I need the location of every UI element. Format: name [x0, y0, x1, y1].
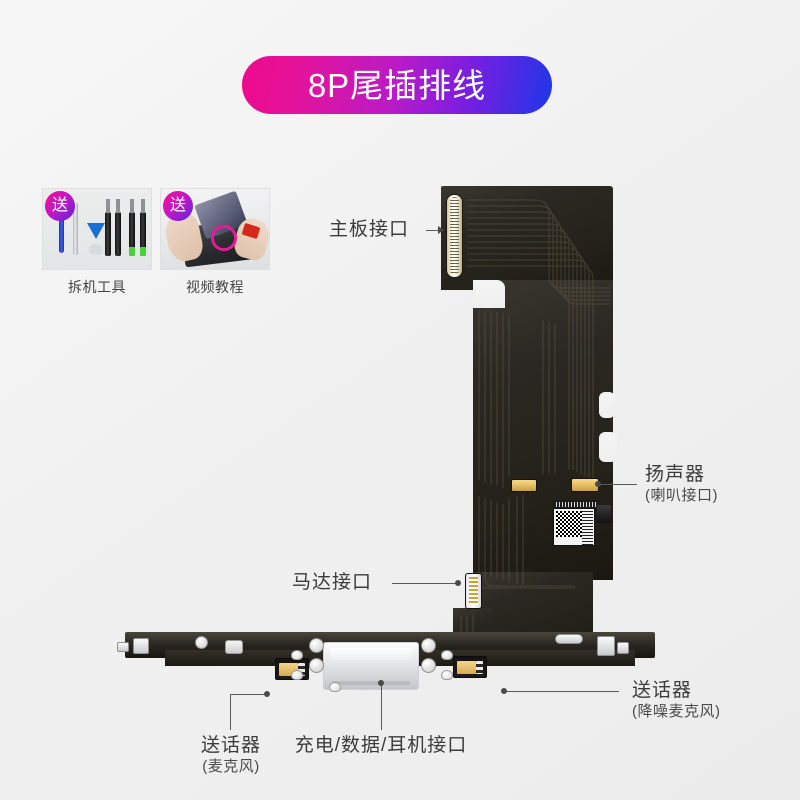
screw-hole-left	[309, 638, 324, 653]
title-banner: 8P尾插排线	[242, 56, 552, 114]
marker-dot-motor-connector	[455, 580, 461, 586]
flex-edge-notch-upper	[599, 392, 615, 418]
triangle-pick-icon	[87, 223, 105, 239]
screw-hole-right	[421, 638, 436, 653]
gift-label-video: 视频教程	[186, 279, 244, 295]
rivet-right-lower	[441, 670, 453, 680]
callout-label-motor-connector: 马达接口	[292, 572, 373, 593]
rivet-right	[441, 650, 453, 660]
qr-code-label	[553, 508, 595, 546]
callout-label-microphone: 送话器	[200, 735, 261, 756]
rivet-left	[291, 650, 303, 660]
serial-text-strip	[553, 500, 599, 509]
marker-dot-speaker	[595, 481, 601, 487]
gift-card-tools: 送 拆机工具	[42, 188, 152, 297]
gift-label-tools: 拆机工具	[68, 279, 126, 295]
gift-thumbnail-video: 送	[160, 188, 270, 270]
leader-line-motherboard-connector	[426, 230, 440, 232]
speaker-contact-pad-left	[511, 479, 537, 492]
screwdriver-icon-2	[115, 199, 121, 256]
leader-line-microphone-vertical	[230, 694, 232, 730]
callout-sublabel-speaker: (喇叭接口)	[645, 486, 718, 504]
screw-hole-left-lower	[309, 658, 324, 673]
screw-hole-far-left	[195, 636, 208, 649]
flex-inner-corner-notch	[473, 280, 505, 308]
marker-dot-microphone-noise-cancelling	[501, 688, 507, 694]
leader-line-motor-connector	[392, 583, 456, 585]
flex-edge-notch-lower	[599, 432, 617, 462]
highlight-circle-icon	[211, 225, 237, 251]
marker-dot-microphone	[264, 691, 270, 697]
round-pick-icon	[89, 244, 103, 255]
microphone-module-right	[453, 656, 487, 678]
rivet-left-lower	[291, 670, 303, 680]
bracket-left	[225, 640, 243, 654]
motor-connector-part	[465, 573, 482, 609]
leader-line-charge-port	[381, 686, 383, 730]
antenna-pad	[555, 634, 583, 644]
tweezer-icon	[73, 203, 78, 255]
gift-badge-icon: 送	[163, 191, 193, 221]
screwdriver-icon-3	[129, 199, 135, 256]
callout-microphone-noise-cancelling: 送话器 (降噪麦克风)	[632, 679, 721, 722]
end-tab-left	[117, 642, 129, 652]
smd-component	[597, 505, 611, 523]
gift-thumbnail-tools: 送	[42, 188, 152, 270]
leader-line-speaker	[601, 484, 637, 486]
end-clip-left	[133, 638, 149, 654]
callout-label-charge-data-headphone-port: 充电/数据/耳机接口	[294, 735, 468, 756]
blue-pry-tool-icon	[59, 205, 64, 253]
callout-sublabel-microphone-noise-cancelling: (降噪麦克风)	[632, 702, 721, 720]
callout-label-microphone-noise-cancelling: 送话器	[632, 680, 693, 701]
end-clip-right	[597, 636, 615, 656]
arrow-head-motherboard-connector	[438, 226, 444, 234]
page-title: 8P尾插排线	[307, 66, 487, 104]
callout-motherboard-connector: 主板接口	[329, 218, 409, 242]
flex-upper-panel	[441, 186, 613, 290]
marker-dot-charge-port	[378, 680, 384, 686]
callout-microphone: 送话器 (麦克风)	[185, 734, 277, 777]
motherboard-connector-part	[446, 194, 463, 278]
callout-motor-connector: 马达接口	[292, 571, 372, 595]
leader-line-microphone-horizontal	[230, 694, 266, 696]
callout-label-speaker: 扬声器	[645, 464, 706, 485]
flex-cable-assembly	[105, 180, 665, 692]
gift-badge-icon: 送	[45, 191, 75, 221]
callout-speaker: 扬声器 (喇叭接口)	[645, 463, 718, 506]
leader-line-microphone-noise-cancelling	[507, 691, 619, 693]
callout-charge-data-headphone-port: 充电/数据/耳机接口	[286, 734, 476, 758]
gift-card-video: 送 视频教程	[160, 188, 270, 297]
screwdriver-icon-1	[105, 199, 111, 256]
callout-label-motherboard-connector: 主板接口	[329, 219, 410, 240]
qr-code-icon	[556, 511, 582, 537]
label-barcode-text	[582, 510, 593, 545]
lightning-port-housing	[323, 642, 419, 690]
end-tab-right	[617, 642, 629, 654]
callout-sublabel-microphone: (麦克风)	[202, 757, 260, 775]
screwdriver-icon-4	[140, 199, 146, 256]
rivet-center	[329, 682, 341, 692]
screw-hole-right-lower	[421, 658, 436, 673]
